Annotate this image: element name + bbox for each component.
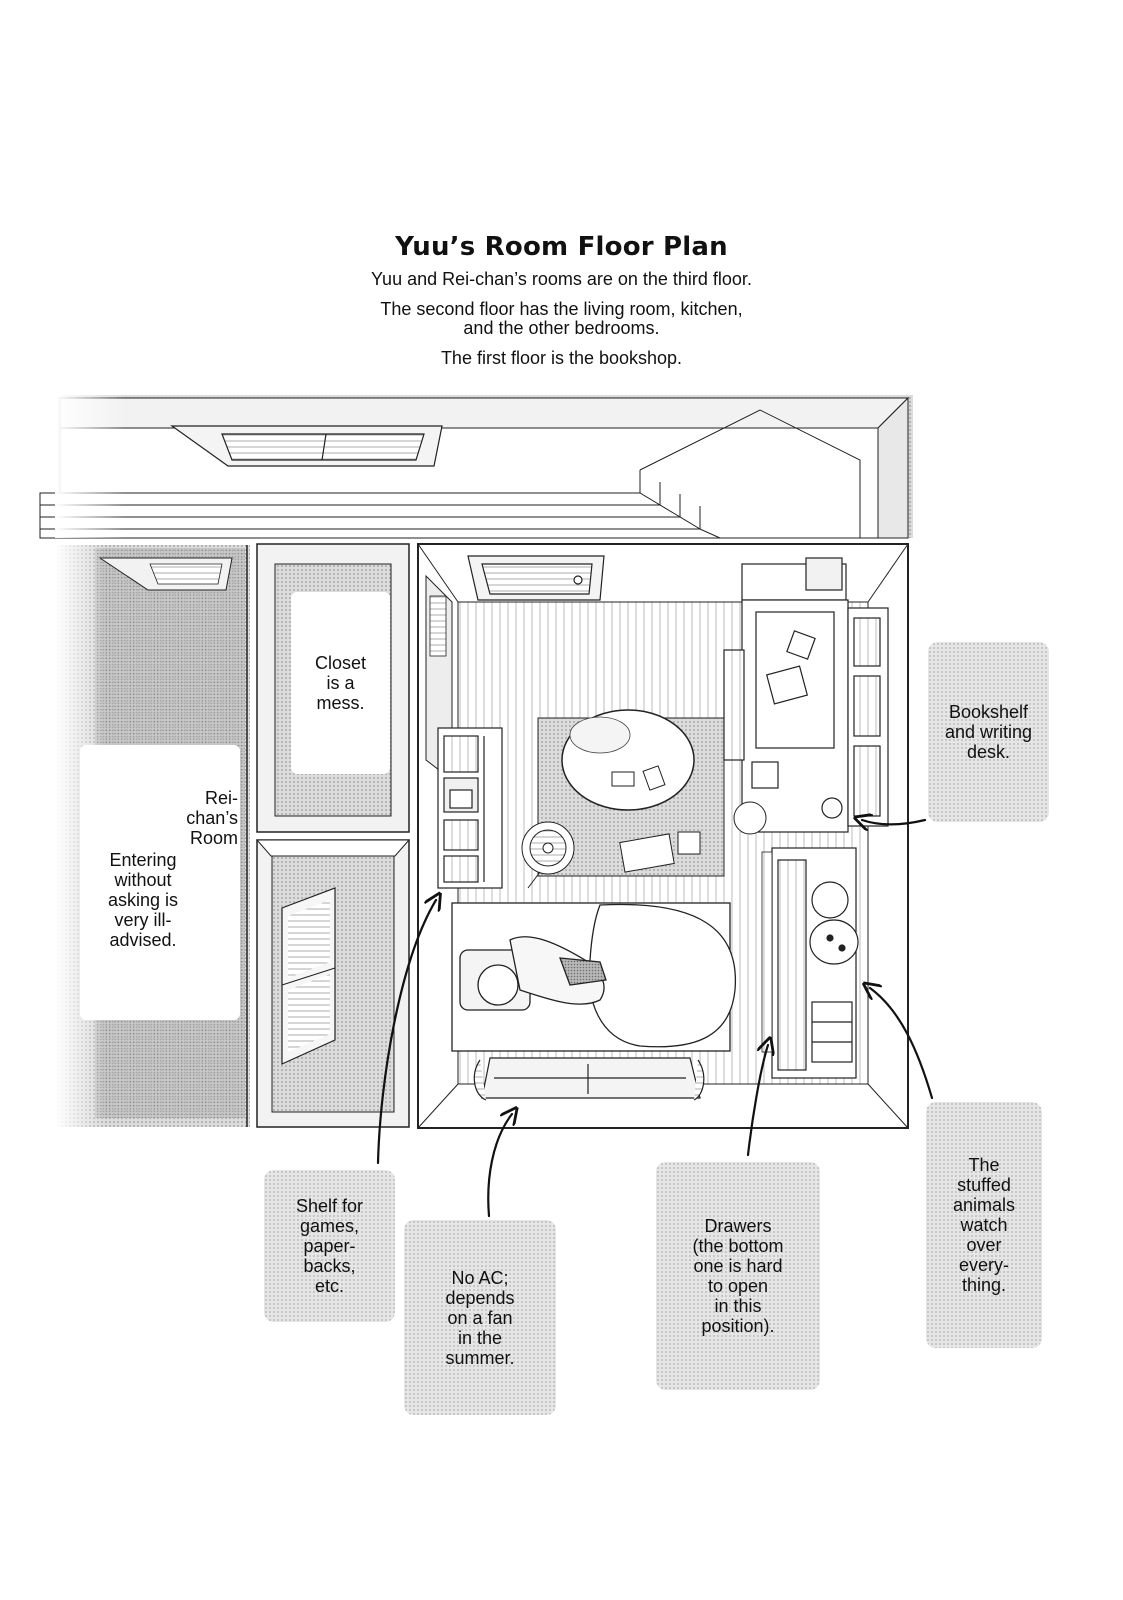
closet-label: Closet is a mess.	[291, 592, 390, 774]
rei-room-name: Rei- chan’s Room	[160, 788, 238, 848]
rei-room-warning: Entering without asking is very ill- adv…	[100, 848, 186, 952]
rei-room-text: Rei- chan’s Room	[186, 788, 238, 848]
subtitle-line-1: Yuu and Rei-chan’s rooms are on the thir…	[371, 269, 752, 289]
closet-text: Closet is a mess.	[314, 653, 367, 713]
callout-shelf-games-text: Shelf for games, paper- backs, etc.	[295, 1196, 364, 1296]
callout-shelf-games: Shelf for games, paper- backs, etc.	[264, 1170, 395, 1322]
arrow-bookshelf-desk	[862, 820, 927, 825]
top-hallway	[39, 395, 913, 539]
arrow-stuffed-animals	[870, 988, 934, 1100]
callout-no-ac: No AC; depends on a fan in the summer.	[404, 1220, 556, 1415]
callout-stuffed-animals: The stuffed animals watch over every- th…	[926, 1102, 1042, 1348]
callout-no-ac-text: No AC; depends on a fan in the summer.	[445, 1267, 515, 1368]
rei-chan-room-label	[80, 745, 240, 1020]
callout-bookshelf-desk: Bookshelf and writing desk.	[928, 642, 1049, 822]
arrow-drawers	[746, 1045, 768, 1157]
arrow-no-ac	[487, 1114, 512, 1218]
subtitle-line-3: The first floor is the bookshop.	[440, 348, 683, 368]
callout-drawers: Drawers (the bottom one is hard to open …	[656, 1162, 820, 1390]
callout-bookshelf-desk-text: Bookshelf and writing desk.	[944, 702, 1033, 762]
annotation-arrows	[376, 820, 934, 1218]
callout-drawers-text: Drawers (the bottom one is hard to open …	[692, 1216, 784, 1336]
subtitle-line-2a: The second floor has the living room, ki…	[380, 299, 743, 319]
page-title: Yuu’s Room Floor Plan	[395, 232, 728, 262]
callout-stuffed-animals-text: The stuffed animals watch over every- th…	[952, 1155, 1016, 1295]
yuu-room	[417, 543, 909, 1129]
rei-warning-text: Entering without asking is very ill- adv…	[107, 850, 179, 950]
subtitle-line-2b: and the other bedrooms.	[463, 318, 660, 338]
arrow-shelf-games	[376, 900, 436, 1165]
